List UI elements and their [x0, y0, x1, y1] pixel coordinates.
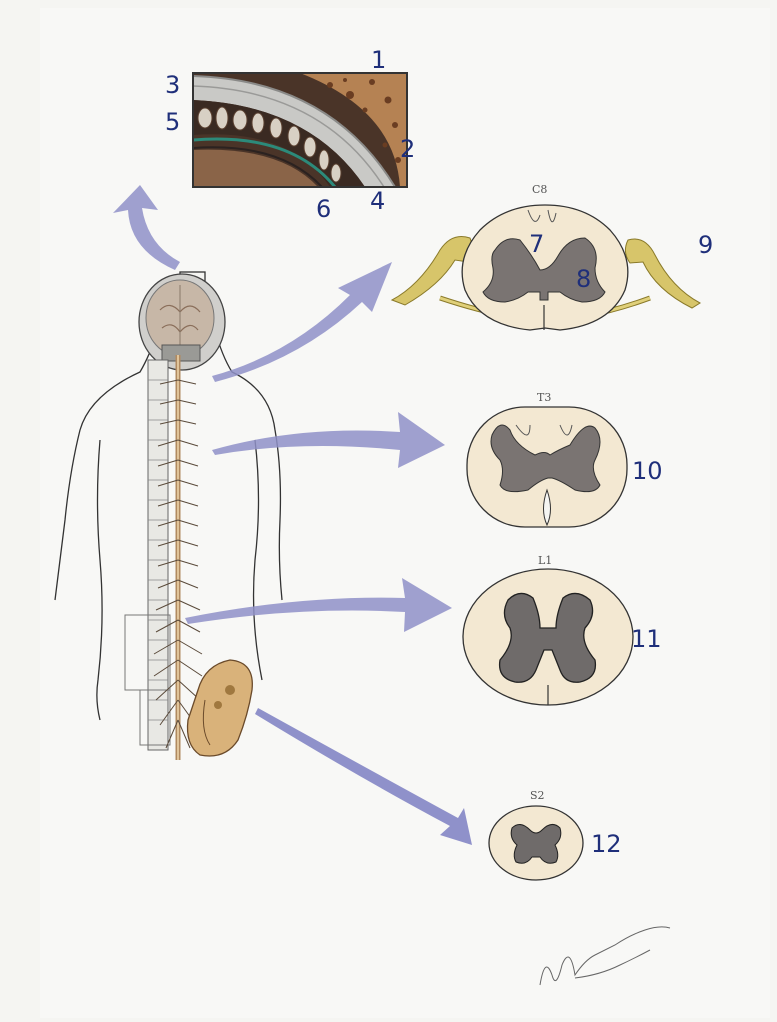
- label-1: 1: [371, 48, 386, 72]
- label-9: 9: [698, 233, 713, 257]
- label-10: 10: [632, 459, 663, 483]
- label-4: 4: [370, 189, 385, 213]
- label-3: 3: [165, 73, 180, 97]
- level-t3: T3: [537, 392, 551, 403]
- level-c8: C8: [532, 184, 547, 195]
- label-7: 7: [529, 232, 544, 256]
- label-11: 11: [631, 627, 662, 651]
- level-s2: S2: [530, 790, 545, 801]
- label-2: 2: [400, 137, 415, 161]
- meninges-inset: [193, 73, 407, 187]
- cross-section-t3: [467, 407, 627, 527]
- level-l1: L1: [538, 555, 552, 566]
- label-12: 12: [591, 832, 622, 856]
- cross-section-s2: [489, 806, 583, 880]
- cross-section-l1: [463, 569, 633, 705]
- label-8: 8: [576, 267, 591, 291]
- head-brain: [139, 274, 225, 370]
- label-6: 6: [316, 197, 331, 221]
- label-5: 5: [165, 110, 180, 134]
